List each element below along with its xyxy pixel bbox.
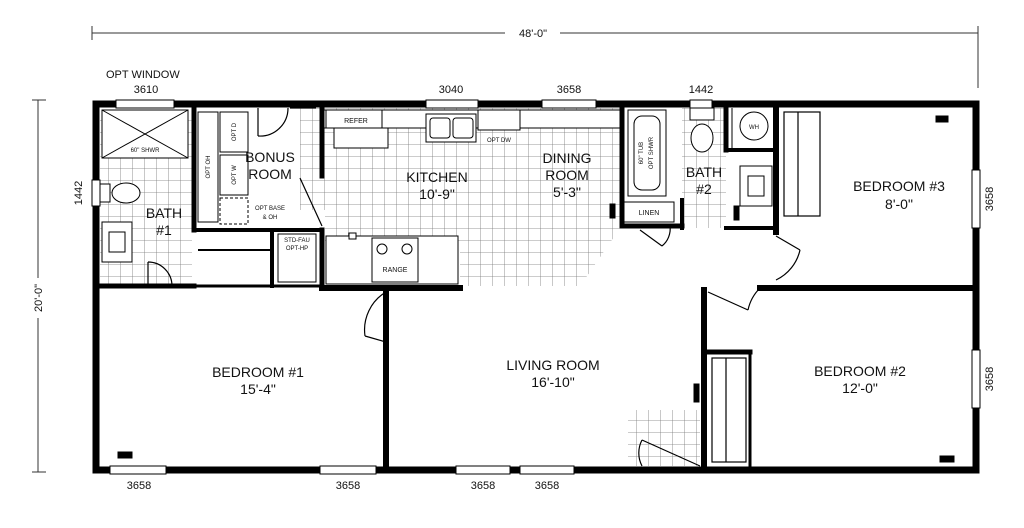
opt-window-note: OPT WINDOW [106, 69, 180, 81]
bath1-number: #1 [156, 222, 172, 238]
room-labels: BATH #1 BONUS ROOM KITCHEN 10'-9" DINING… [146, 149, 945, 397]
fixtures [99, 107, 955, 463]
bath2-name: BATH [686, 164, 722, 180]
window-size-label: 3658 [535, 480, 559, 492]
dining-line2: ROOM [545, 167, 589, 183]
refer-label: REFER [344, 118, 368, 125]
bedroom2-size: 12'-0" [842, 380, 878, 396]
dimension-lines [32, 26, 979, 473]
overall-depth-label: 20'-0" [33, 284, 45, 312]
window-size-label: 3610 [134, 84, 158, 96]
opt-w-label: OPT W [232, 165, 238, 185]
opt-oh-label: OPT OH [206, 156, 212, 179]
living-room-size: 16'-10" [531, 374, 574, 390]
bedroom3-name: BEDROOM #3 [853, 178, 945, 194]
fixture-labels: 60" SHWR OPT OH OPT D OPT W OPT BASE & O… [131, 118, 759, 274]
window-size-label: 3658 [984, 367, 996, 391]
window-size-label: 3040 [439, 84, 463, 96]
window-size-label: 1442 [73, 181, 85, 205]
dining-line1: DINING [543, 150, 592, 166]
windows [91, 99, 981, 475]
bedroom1-name: BEDROOM #1 [212, 364, 304, 380]
wh-label: WH [749, 125, 759, 131]
kitchen-size: 10'-9" [419, 186, 455, 202]
doors [147, 107, 821, 467]
opt-base-oh-label: & OH [263, 215, 278, 221]
tub-label: 60" TUB [639, 142, 645, 164]
fau-hp-label: OPT-HP [286, 246, 308, 252]
toilet-icon [111, 182, 141, 204]
bath2-number: #2 [696, 181, 712, 197]
window-size-label: 3658 [984, 187, 996, 211]
bonus-room-line2: ROOM [248, 166, 292, 182]
window-labels: OPT WINDOW 3610 3040 3658 1442 1442 3658… [73, 69, 996, 492]
range-label: RANGE [383, 267, 408, 274]
linen-label: LINEN [639, 210, 660, 217]
opt-d-label: OPT D [232, 122, 238, 141]
toilet-icon [690, 123, 714, 153]
window-size-label: 3658 [336, 480, 360, 492]
shower-label: 60" SHWR [131, 148, 160, 154]
living-room-name: LIVING ROOM [506, 357, 599, 373]
window-size-label: 3658 [471, 480, 495, 492]
fau-label: STD-FAU [284, 238, 310, 244]
refrigerator [325, 109, 383, 129]
opt-dw-label: OPT DW [487, 138, 511, 144]
dining-size: 5'-3" [553, 184, 581, 200]
bonus-room-line1: BONUS [245, 149, 295, 165]
window-size-label: 3658 [557, 84, 581, 96]
overall-width-label: 48'-0" [519, 28, 547, 40]
tub-shower-label: OPT SHWR [649, 136, 655, 169]
bedroom1-size: 15'-4" [240, 381, 276, 397]
opt-base-label: OPT BASE [255, 206, 285, 212]
walls [92, 100, 980, 474]
kitchen-name: KITCHEN [406, 169, 467, 185]
water-heater-icon [739, 111, 769, 141]
bedroom2-name: BEDROOM #2 [814, 363, 906, 379]
sink-icon [101, 221, 133, 263]
bath1-name: BATH [146, 205, 182, 221]
window-size-label: 1442 [689, 84, 713, 96]
bedroom3-size: 8'-0" [885, 196, 913, 212]
window-size-label: 3658 [127, 480, 151, 492]
